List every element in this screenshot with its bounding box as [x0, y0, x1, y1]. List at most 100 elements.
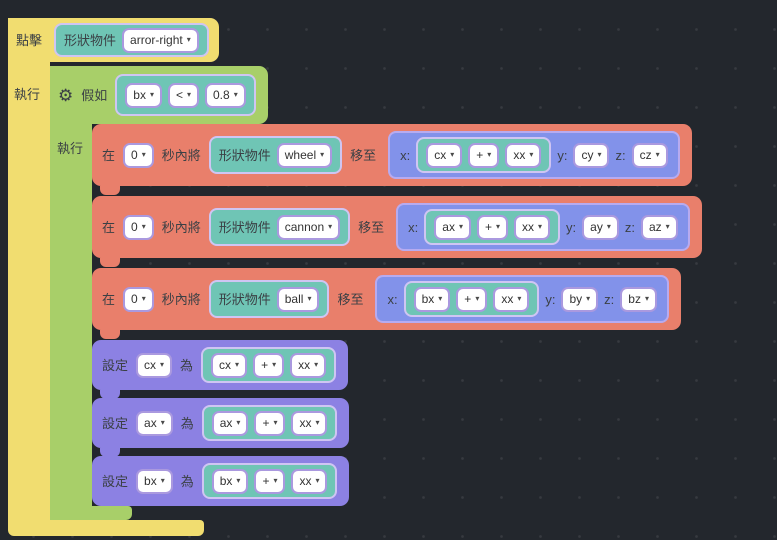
move-block[interactable]: 在 0 ▾ 秒內將 形狀物件 ball ▾ 移至 x: bx ▾ + ▾ [92, 268, 681, 339]
shape-object-block[interactable]: 形狀物件 cannon ▾ [208, 208, 351, 246]
operand-b-dropdown[interactable]: xx ▾ [505, 142, 542, 168]
chevron-down-icon: ▾ [273, 476, 278, 485]
operator-dropdown[interactable]: + ▾ [468, 142, 500, 168]
operand-a-dropdown[interactable]: bx ▾ [413, 286, 451, 312]
set-label: 設定 [102, 473, 129, 489]
move-to-label: 移至 [358, 219, 385, 235]
x-label: x: [400, 147, 411, 163]
click-event-foot[interactable] [8, 520, 204, 536]
expression-block[interactable]: bx ▾ + ▾ xx ▾ [201, 463, 338, 499]
y-dropdown[interactable]: ay ▾ [582, 214, 619, 240]
z-value: bz [628, 292, 641, 306]
shape-object-block[interactable]: 形狀物件 ball ▾ [208, 280, 330, 318]
expression-block[interactable]: ax ▾ + ▾ xx ▾ [201, 405, 338, 441]
within-seconds-label: 秒內將 [161, 219, 201, 235]
duration-value: 0 [131, 220, 138, 234]
chevron-down-icon: ▾ [496, 222, 501, 231]
shape-object-label: 形狀物件 [218, 291, 271, 307]
chevron-down-icon: ▾ [160, 360, 165, 369]
condition-block[interactable]: bx ▾ < ▾ 0.8 ▾ [115, 74, 256, 116]
operand-a-dropdown[interactable]: bx ▾ [211, 468, 249, 494]
position-block[interactable]: x: bx ▾ + ▾ xx ▾ y: by ▾ z: [375, 275, 669, 323]
operand-b-value: xx [513, 148, 526, 162]
duration-dropdown[interactable]: 0 ▾ [123, 286, 154, 312]
to-label: 為 [180, 415, 194, 431]
position-block[interactable]: x: ax ▾ + ▾ xx ▾ y: ay ▾ z: [396, 203, 690, 251]
chevron-down-icon: ▾ [475, 294, 480, 303]
expression-block[interactable]: bx ▾ + ▾ xx ▾ [403, 281, 540, 317]
if-block-foot[interactable] [50, 506, 132, 520]
operator-dropdown[interactable]: + ▾ [476, 214, 509, 240]
if-block-header[interactable]: ⚙ 假如 bx ▾ < ▾ 0.8 ▾ [50, 66, 268, 124]
variable-dropdown[interactable]: ax ▾ [136, 410, 173, 436]
shape-object-label: 形狀物件 [218, 147, 271, 163]
operand-a-dropdown[interactable]: ax ▾ [211, 410, 249, 436]
operator-dropdown[interactable]: + ▾ [254, 468, 286, 494]
set-variable-block[interactable]: 設定 bx ▾ 為 bx ▾ + ▾ xx ▾ [92, 456, 350, 506]
chevron-down-icon: ▾ [235, 360, 240, 369]
operator-dropdown[interactable]: + ▾ [254, 410, 286, 436]
chevron-down-icon: ▾ [597, 150, 602, 159]
z-value: az [648, 220, 662, 234]
move-to-label: 移至 [337, 291, 364, 307]
shape-dropdown[interactable]: ball ▾ [276, 286, 320, 312]
y-dropdown[interactable]: by ▾ [561, 286, 599, 312]
operand-b-dropdown[interactable]: xx ▾ [493, 286, 530, 312]
expression-block[interactable]: cx ▾ + ▾ xx ▾ [201, 347, 337, 383]
operator-dropdown[interactable]: + ▾ [456, 286, 488, 312]
position-block[interactable]: x: cx ▾ + ▾ xx ▾ y: cy ▾ z: [388, 131, 680, 179]
z-dropdown[interactable]: cz ▾ [631, 142, 668, 168]
move-block[interactable]: 在 0 ▾ 秒內將 形狀物件 cannon ▾ 移至 x: ax ▾ + ▾ [92, 196, 702, 267]
operand-a-dropdown[interactable]: cx ▾ [211, 352, 248, 378]
shape-dropdown[interactable]: arror-right ▾ [122, 27, 199, 53]
shape-object-block[interactable]: 形狀物件 arror-right ▾ [54, 23, 209, 57]
shape-dropdown[interactable]: cannon ▾ [276, 214, 341, 240]
expression-block[interactable]: cx ▾ + ▾ xx ▾ [416, 137, 552, 173]
click-event-block[interactable]: 點擊 形狀物件 arror-right ▾ [8, 18, 219, 62]
operand-b-dropdown[interactable]: xx ▾ [290, 352, 327, 378]
duration-dropdown[interactable]: 0 ▾ [123, 142, 154, 168]
z-dropdown[interactable]: bz ▾ [620, 286, 657, 312]
chevron-down-icon: ▾ [328, 222, 333, 231]
condition-left-dropdown[interactable]: bx ▾ [125, 82, 162, 108]
chevron-down-icon: ▾ [315, 418, 320, 427]
if-block-spine[interactable] [50, 66, 92, 520]
x-label: x: [408, 219, 419, 235]
move-block[interactable]: 在 0 ▾ 秒內將 形狀物件 wheel ▾ 移至 x: cx ▾ + ▾ [92, 124, 692, 195]
z-dropdown[interactable]: az ▾ [640, 214, 678, 240]
operand-b-dropdown[interactable]: xx ▾ [291, 468, 328, 494]
at-label: 在 [102, 147, 116, 163]
operand-b-dropdown[interactable]: xx ▾ [514, 214, 551, 240]
gear-icon[interactable]: ⚙ [58, 85, 74, 105]
move-to-label: 移至 [350, 147, 377, 163]
y-label: y: [545, 291, 556, 307]
operator-dropdown[interactable]: + ▾ [253, 352, 285, 378]
condition-operator-dropdown[interactable]: < ▾ [167, 82, 199, 108]
operand-b-value: xx [501, 292, 514, 306]
shape-object-block[interactable]: 形狀物件 wheel ▾ [208, 136, 343, 174]
variable-dropdown[interactable]: bx ▾ [136, 468, 173, 494]
set-variable-block[interactable]: 設定 cx ▾ 為 cx ▾ + ▾ xx ▾ [92, 340, 349, 399]
variable-dropdown[interactable]: cx ▾ [136, 352, 173, 378]
chevron-down-icon: ▾ [529, 150, 534, 159]
shape-dropdown[interactable]: wheel ▾ [276, 142, 333, 168]
expression-block[interactable]: ax ▾ + ▾ xx ▾ [424, 209, 561, 245]
click-event-spine[interactable] [8, 18, 50, 536]
operand-a-dropdown[interactable]: cx ▾ [426, 142, 463, 168]
duration-dropdown[interactable]: 0 ▾ [123, 214, 154, 240]
z-label: z: [604, 291, 615, 307]
operand-a-dropdown[interactable]: ax ▾ [434, 214, 471, 240]
shape-dropdown-value: cannon [284, 220, 325, 234]
operand-a-value: bx [421, 292, 435, 306]
chevron-down-icon: ▾ [236, 418, 241, 427]
within-seconds-label: 秒內將 [161, 291, 201, 307]
condition-right-dropdown[interactable]: 0.8 ▾ [205, 82, 246, 108]
condition-right-value: 0.8 [213, 88, 230, 102]
condition-operator-value: < [175, 88, 183, 102]
operand-b-value: xx [522, 220, 535, 234]
chevron-down-icon: ▾ [273, 418, 278, 427]
y-dropdown[interactable]: cy ▾ [573, 142, 610, 168]
set-variable-block[interactable]: 設定 ax ▾ 為 ax ▾ + ▾ xx ▾ [92, 398, 350, 457]
operand-b-dropdown[interactable]: xx ▾ [291, 410, 328, 436]
